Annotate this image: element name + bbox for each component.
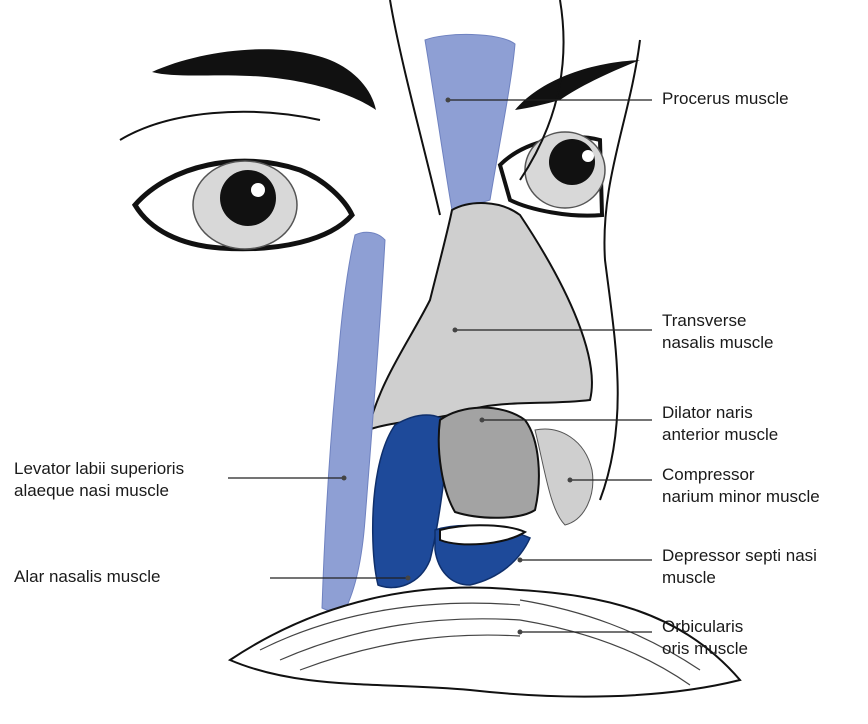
leader-dot-alar xyxy=(406,576,411,581)
leader-dot-orbicularis xyxy=(518,630,523,635)
leader-dot-procerus xyxy=(446,98,451,103)
leader-dot-levator xyxy=(342,476,347,481)
label-transverse-nasalis-muscle: Transverse nasalis muscle xyxy=(662,310,774,354)
label-depressor-septi-muscle: Depressor septi nasi muscle xyxy=(662,545,817,589)
compressor-narium-muscle xyxy=(535,429,593,525)
label-procerus-muscle: Procerus muscle xyxy=(662,88,789,110)
leader-dot-depressor xyxy=(518,558,523,563)
leader-dot-compressor xyxy=(568,478,573,483)
right-eyebrow xyxy=(515,60,640,110)
label-compressor-narium-muscle: Compressor narium minor muscle xyxy=(662,464,820,508)
label-dilator-naris-muscle: Dilator naris anterior muscle xyxy=(662,402,778,446)
transverse-nasalis-muscle xyxy=(368,203,592,430)
label-orbicularis-oris-muscle: Orbicularis oris muscle xyxy=(662,616,748,660)
label-alar-nasalis-muscle: Alar nasalis muscle xyxy=(14,566,160,588)
left-eyebrow xyxy=(152,49,376,110)
procerus-muscle xyxy=(425,34,515,210)
label-levator-labii-muscle: Levator labii superioris alaeque nasi mu… xyxy=(14,458,184,502)
leader-dot-transverse xyxy=(453,328,458,333)
leader-dot-dilator xyxy=(480,418,485,423)
label-procerus-line-1: Procerus muscle xyxy=(662,88,789,110)
label-orbicularis-line-2: oris muscle xyxy=(662,638,748,660)
label-dilator-line-1: Dilator naris xyxy=(662,402,778,424)
label-compressor-line-1: Compressor xyxy=(662,464,820,486)
label-transverse-line-2: nasalis muscle xyxy=(662,332,774,354)
label-compressor-line-2: narium minor muscle xyxy=(662,486,820,508)
label-levator-line-1: Levator labii superioris xyxy=(14,458,184,480)
label-alar-line-1: Alar nasalis muscle xyxy=(14,566,160,588)
label-levator-line-2: alaeque nasi muscle xyxy=(14,480,184,502)
label-depressor-line-2: muscle xyxy=(662,567,817,589)
label-depressor-line-1: Depressor septi nasi xyxy=(662,545,817,567)
label-dilator-line-2: anterior muscle xyxy=(662,424,778,446)
label-transverse-line-1: Transverse xyxy=(662,310,774,332)
dilator-naris-muscle xyxy=(439,408,539,518)
left-eye xyxy=(120,112,352,249)
label-orbicularis-line-1: Orbicularis xyxy=(662,616,748,638)
right-eye xyxy=(500,132,605,216)
